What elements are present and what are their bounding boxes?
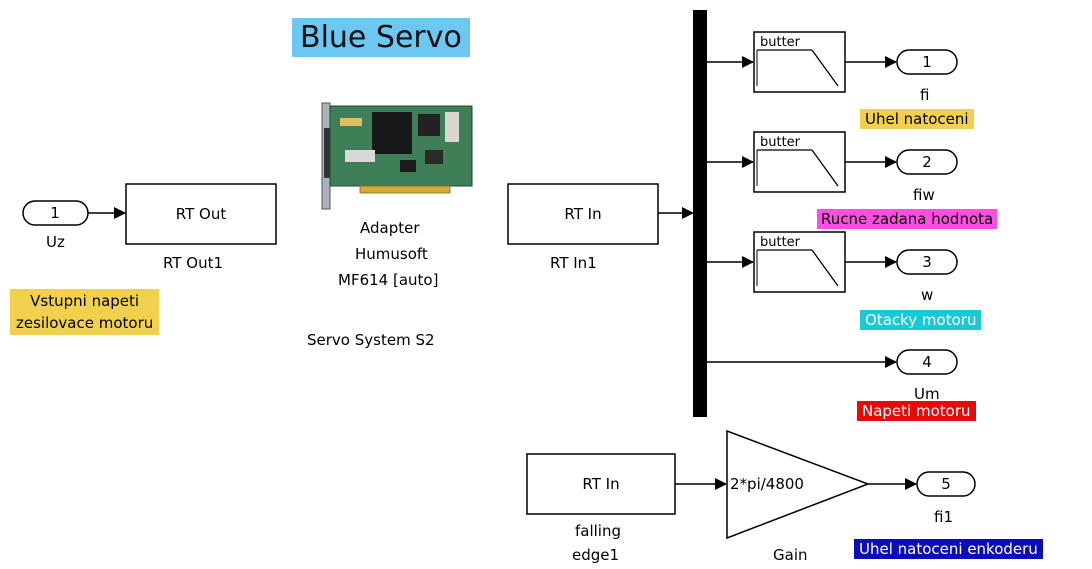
inport-1-number: 1 <box>50 204 60 222</box>
outport-2-note: Rucne zadana hodnota <box>817 209 998 229</box>
butter-filter-3[interactable]: butter <box>753 231 846 293</box>
butter-filter-3-label: butter <box>760 235 801 250</box>
adapter-line2: Humusoft <box>355 245 428 263</box>
outport-1-name: fi <box>920 86 930 104</box>
outport-4-name: Um <box>914 385 940 403</box>
outport-3-number: 3 <box>922 253 932 271</box>
rt-in2-name-line1: falling <box>575 522 622 540</box>
adapter-card-icon[interactable] <box>321 102 473 210</box>
rt-out-name: RT Out1 <box>163 254 223 272</box>
demux-bar[interactable] <box>693 10 707 417</box>
adapter-system-name: Servo System S2 <box>307 331 435 349</box>
gain-text: 2*pi/4800 <box>730 475 804 493</box>
butter-filter-2[interactable]: butter <box>753 131 846 193</box>
outport-4-note: Napeti motoru <box>857 401 976 421</box>
gain-block[interactable] <box>726 429 871 540</box>
outport-2-number: 2 <box>922 153 932 171</box>
outport-1-number: 1 <box>922 53 932 71</box>
outport-5-number: 5 <box>941 475 951 493</box>
adapter-line3: MF614 [auto] <box>338 271 439 289</box>
outport-2-name: fiw <box>913 186 935 204</box>
outport-5-name: fi1 <box>934 508 953 526</box>
outport-1-shape[interactable] <box>896 49 958 75</box>
outport-5-note: Uhel natoceni enkoderu <box>854 539 1043 559</box>
outport-4-number: 4 <box>922 353 932 371</box>
rt-in2-name-line2: edge1 <box>572 546 620 564</box>
rt-in2-block[interactable] <box>526 453 676 515</box>
input-note-line1: Vstupni napeti <box>30 292 140 310</box>
rt-in2-text: RT In <box>582 475 619 493</box>
diagram-title: Blue Servo <box>292 18 470 57</box>
inport-1-name: Uz <box>46 233 65 251</box>
butter-filter-1[interactable]: butter <box>753 31 846 93</box>
input-note-line2: zesilovace motoru <box>16 314 154 332</box>
rt-out-block[interactable] <box>125 183 277 245</box>
rt-in1-text: RT In <box>564 205 601 223</box>
rt-in1-name: RT In1 <box>550 254 597 272</box>
outport-3-shape[interactable] <box>896 249 958 275</box>
outport-2-shape[interactable] <box>896 149 958 175</box>
rt-in1-block[interactable] <box>507 183 659 245</box>
butter-filter-2-label: butter <box>760 135 801 150</box>
input-note: Vstupni napeti zesilovace motoru <box>10 289 160 335</box>
rt-out-text: RT Out <box>176 205 227 223</box>
gain-name: Gain <box>773 546 808 564</box>
outport-4-shape[interactable] <box>896 349 958 375</box>
outport-5-shape[interactable] <box>916 471 976 497</box>
adapter-line1: Adapter <box>360 219 420 237</box>
outport-1-note: Uhel natoceni <box>860 109 974 129</box>
outport-3-note: Otacky motoru <box>860 310 982 330</box>
outport-3-name: w <box>921 286 934 304</box>
butter-filter-1-label: butter <box>760 35 801 50</box>
